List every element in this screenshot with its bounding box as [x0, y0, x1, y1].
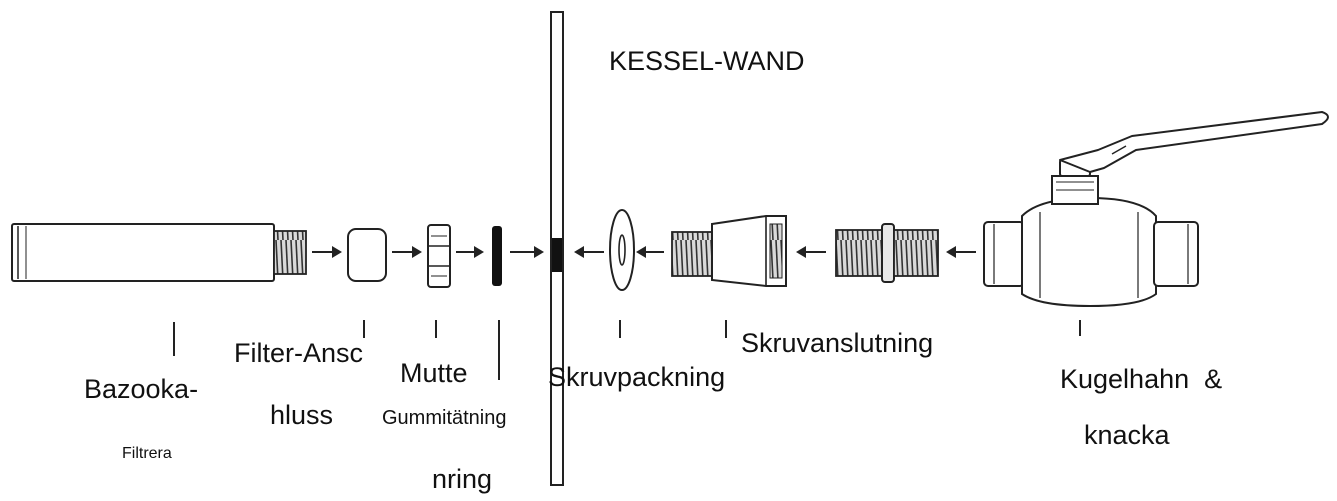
bazooka-filter-icon — [11, 223, 307, 282]
arrow-left-icon — [636, 246, 664, 258]
rubber-seal-ring-icon — [492, 226, 502, 286]
filter-connection-label-line2: hluss — [270, 400, 334, 430]
filter-connection-label-line1: Filter-Ansc — [234, 338, 364, 368]
screw-connection-icon — [671, 215, 787, 287]
wall-label: KESSEL-WAND — [609, 46, 805, 76]
screw-connection-label: Skruvanslutning — [741, 328, 934, 358]
arrow-left-icon — [574, 246, 604, 258]
threaded-nipple-icon — [835, 223, 939, 283]
ball-valve-label-line2: knacka — [1084, 420, 1170, 450]
rubber-seal-label-line1: Gummitätning — [382, 407, 507, 429]
arrow-left-icon — [796, 246, 826, 258]
filter-connection-icon — [347, 228, 387, 282]
bazooka-label-line1: Bazooka- — [84, 374, 199, 404]
screw-gasket-label: Skruvpackning — [548, 362, 726, 392]
nut-label: Mutte — [400, 358, 468, 388]
boiler-wall — [550, 11, 564, 486]
leader-ticks — [173, 320, 1081, 380]
arrow-right-icon — [392, 246, 422, 258]
nut-icon — [427, 224, 451, 288]
screw-gasket-icon — [609, 209, 635, 291]
arrow-left-icon — [946, 246, 976, 258]
arrow-right-icon — [510, 246, 544, 258]
rubber-seal-label-line2: nring — [432, 464, 493, 494]
arrow-right-icon — [456, 246, 484, 258]
assembly-arrows — [312, 246, 976, 258]
arrow-right-icon — [312, 246, 342, 258]
ball-valve-label-line1: Kugelhahn & — [1060, 364, 1223, 394]
ball-valve-icon — [983, 111, 1329, 308]
bazooka-label-line2: Filtrera — [122, 445, 172, 462]
